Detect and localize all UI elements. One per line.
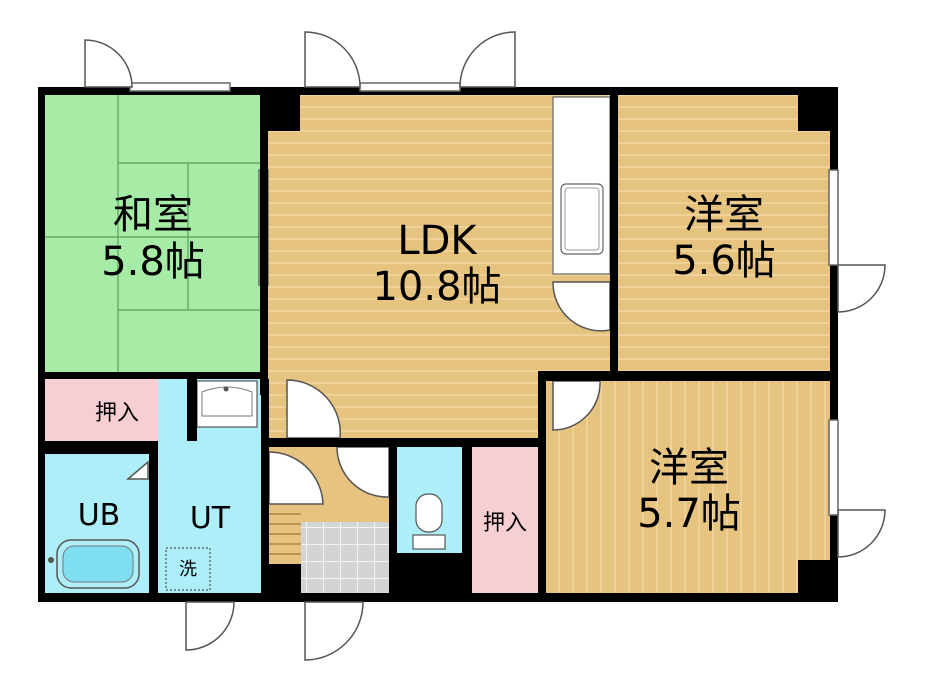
- unit-bath-label: UB: [78, 498, 121, 533]
- utility-room-label: UT: [190, 501, 231, 536]
- room-youshitsu-2: [546, 381, 838, 602]
- room-youshitsu-1-name: 洋室: [684, 192, 764, 238]
- utility-room: [158, 379, 261, 593]
- room-youshitsu-1: [618, 95, 838, 371]
- room-ldk-size: 10.8帖: [372, 264, 501, 310]
- washer-space-label: 洗: [179, 559, 197, 580]
- closet-right-label: 押入: [483, 511, 527, 536]
- room-washitsu: [45, 95, 260, 372]
- room-youshitsu-2-name: 洋室: [649, 445, 729, 491]
- room-youshitsu-2-size: 5.7帖: [637, 491, 741, 537]
- room-washitsu-name: 和室: [113, 192, 193, 238]
- room-washitsu-size: 5.8帖: [101, 239, 205, 285]
- room-ldk-name: LDK: [397, 218, 478, 264]
- toilet-room: [397, 447, 462, 553]
- room-youshitsu-1-size: 5.6帖: [672, 238, 776, 284]
- closet-left-label: 押入: [95, 401, 139, 426]
- door-swings: [84, 31, 886, 661]
- kitchen-counter: [552, 96, 611, 275]
- closet-right: [472, 447, 538, 593]
- interior-walls: [38, 95, 838, 602]
